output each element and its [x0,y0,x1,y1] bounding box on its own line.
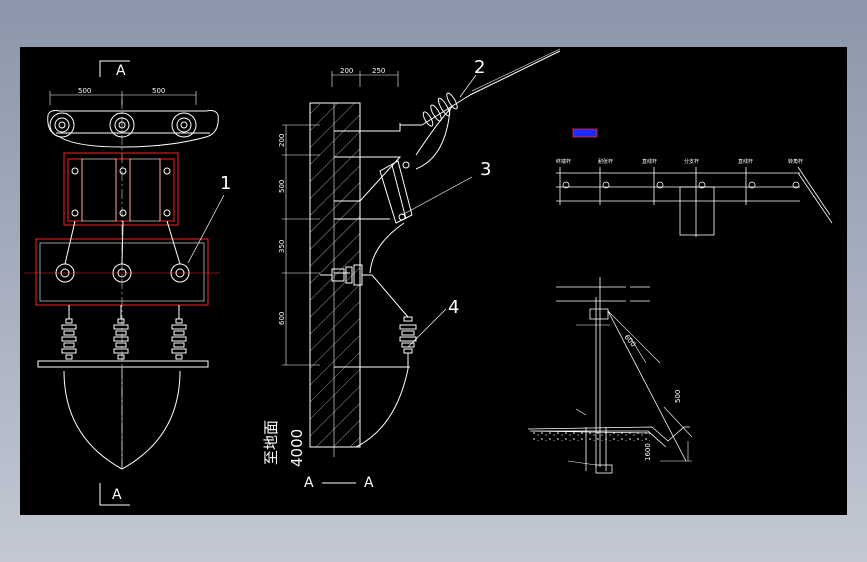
line-profile: 终端杆 耐张杆 直线杆 分支杆 直线杆 转角杆 [556,128,833,237]
highlight-marker [572,128,598,138]
strain-insulator [400,48,561,127]
side-dim-v-1: 200 [278,134,286,147]
cad-drawing: A 500 500 [24,48,833,506]
pole-detail: 600 500 1600 [527,277,693,474]
side-dim-v-3: 350 [278,240,286,253]
callout-3: 3 [480,159,491,180]
section-marker-bottom: A [99,483,130,506]
profile-label-5: 直线杆 [738,158,753,165]
callout-4: 4 [448,297,459,318]
profile-label-3: 直线杆 [642,158,657,165]
side-dim-top-left: 200 [340,67,353,75]
callout-2: 2 [474,57,485,78]
ground-label: 至地面 [262,420,280,465]
section-label-a-left: A [304,475,314,491]
side-dim-top-right: 250 [372,67,385,75]
profile-label-1: 终端杆 [556,158,571,165]
fuse-cutout [379,160,413,224]
front-view: A 500 500 [24,60,231,506]
profile-label-4: 分支杆 [684,158,699,165]
side-dim-v-2: 500 [278,180,286,193]
section-marker-top: A [99,60,130,79]
mid-bushing [320,264,372,286]
ground-value: 4000 [288,429,306,467]
section-label-top: A [116,63,126,79]
profile-label-2: 耐张杆 [598,158,613,165]
front-dim-right: 500 [152,87,165,95]
drawing-canvas[interactable]: A 500 500 [20,47,847,515]
profile-label-6: 转角杆 [788,158,803,165]
lower-insulators [61,305,187,360]
guy-dim: 600 [622,333,637,348]
side-view: 200 250 200 500 350 600 至地面 4000 [262,48,561,491]
depth-dim: 1600 [644,443,652,461]
front-dim-left: 500 [78,87,91,95]
section-label-bottom: A [112,487,122,503]
callout-1: 1 [220,173,231,194]
section-label-a-right: A [364,475,374,491]
side-dim-v-4: 600 [278,312,286,325]
height-dim: 500 [674,390,682,403]
arrester [371,274,417,369]
